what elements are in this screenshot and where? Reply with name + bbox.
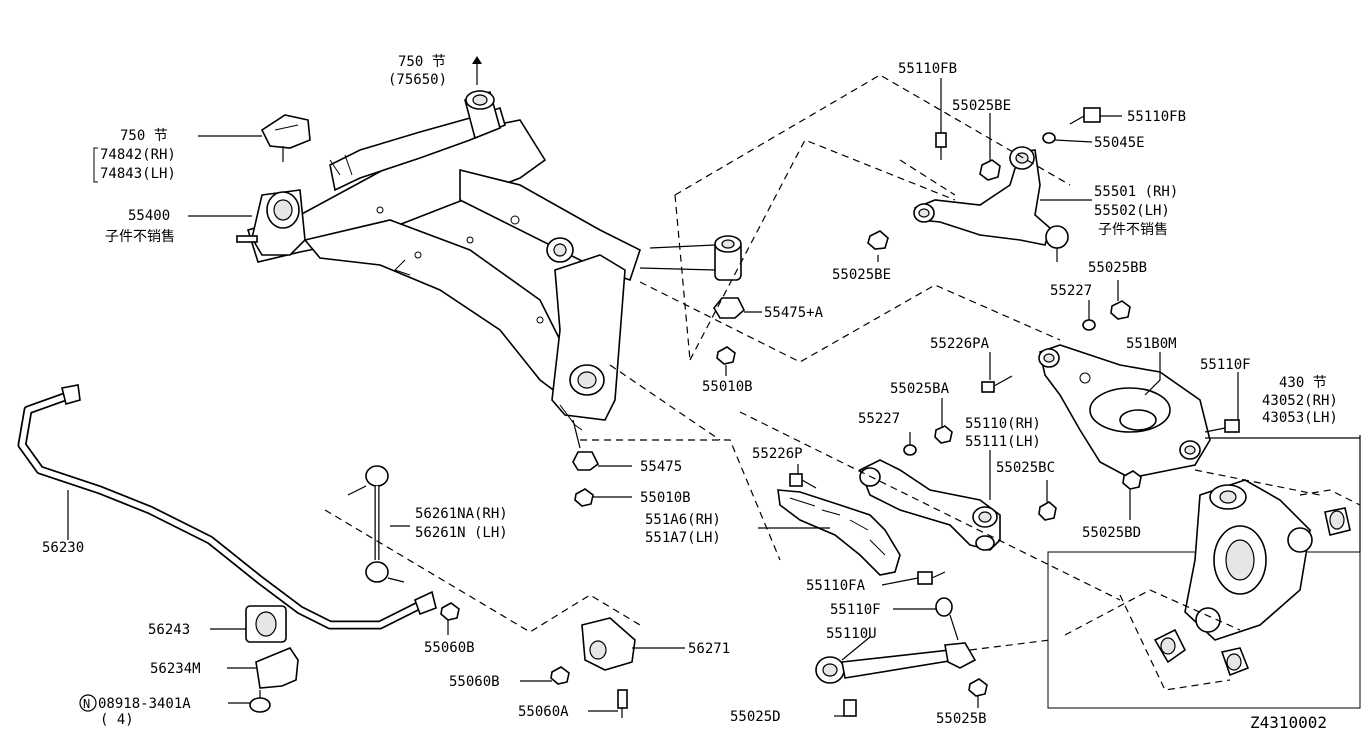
label-55025BB: 55025BB — [1088, 260, 1147, 276]
label-55111LH: 55111(LH) — [965, 434, 1041, 450]
label-74843: 74843(LH) — [100, 166, 176, 182]
label-55010B-1: 55010B — [702, 379, 753, 395]
label-55226P: 55226P — [752, 446, 803, 462]
label-55025BA: 55025BA — [890, 381, 950, 397]
label-56271: 56271 — [688, 641, 730, 657]
leader-lines — [67, 78, 1239, 717]
label-55110F-2: 55110F — [830, 602, 881, 618]
label-551A6: 551A6(RH) — [645, 512, 721, 528]
label-55475A: 55475+A — [764, 305, 824, 321]
label-55226PA: 55226PA — [930, 336, 990, 352]
label-55110FB-1: 55110FB — [898, 61, 957, 77]
fasteners-lower — [903, 300, 1240, 490]
label-55045E: 55045E — [1094, 135, 1145, 151]
label-55025D: 55025D — [730, 709, 781, 725]
label-430-ref: 430 节 — [1279, 375, 1327, 391]
label-55060A: 55060A — [518, 704, 569, 720]
label-55110U: 55110U — [826, 626, 877, 642]
label-55110RH: 55110(RH) — [965, 416, 1041, 432]
label-55227-b: 55227 — [858, 411, 900, 427]
connecting-rod-56261 — [347, 465, 460, 621]
fasteners-upper — [867, 107, 1101, 250]
label-08918: 08918-3401A — [98, 696, 191, 712]
label-55400: 55400 — [128, 208, 170, 224]
label-43053: 43053(LH) — [1262, 410, 1338, 426]
label-74842: 74842(RH) — [100, 147, 176, 163]
dashed-assembly-lines — [324, 74, 1361, 691]
label-55025BE-1: 55025BE — [952, 98, 1011, 114]
label-55110F-1: 55110F — [1200, 357, 1251, 373]
lower-link-55110U — [815, 597, 988, 717]
label-55060B-2: 55060B — [449, 674, 500, 690]
label-55502: 55502(LH) — [1094, 203, 1170, 219]
diagram-id: Z4310002 — [1250, 713, 1327, 732]
label-55060B-1: 55060B — [424, 640, 475, 656]
label-55110FB-2: 55110FB — [1127, 109, 1186, 125]
lower-link-551B0M — [1038, 344, 1211, 479]
label-551A7: 551A7(LH) — [645, 530, 721, 546]
upper-link-55501 — [913, 146, 1069, 262]
label-551B0M: 551B0M — [1126, 336, 1177, 352]
label-55400-note: 子件不销售 — [105, 229, 175, 245]
bushings-55475 — [572, 235, 745, 507]
label-55010B-2: 55010B — [640, 490, 691, 506]
label-750-ref-b: 750 节 — [120, 128, 168, 144]
label-55110FA: 55110FA — [806, 578, 866, 594]
label-56243: 56243 — [148, 622, 190, 638]
label-55025BE-2: 55025BE — [832, 267, 891, 283]
stabilizer-bar-56230 — [17, 384, 437, 630]
mount-bracket-74842 — [260, 114, 311, 162]
label-08918-qty: ( 4) — [100, 712, 134, 728]
part-labels: 750 节 (75650) 750 节 74842(RH) 74843(LH) … — [42, 54, 1338, 732]
axle-housing-knuckle — [1153, 479, 1351, 677]
n-circle-icon — [79, 694, 97, 712]
label-55025B: 55025B — [936, 711, 987, 727]
label-750-ref-a: 750 节 — [398, 54, 446, 70]
label-55501-note: 子件不销售 — [1098, 222, 1168, 238]
label-56261N: 56261N (LH) — [415, 525, 508, 541]
label-55501: 55501 (RH) — [1094, 184, 1178, 200]
label-75650: (75650) — [388, 72, 447, 88]
label-43052: 43052(RH) — [1262, 393, 1338, 409]
label-55025BD: 55025BD — [1082, 525, 1141, 541]
suspension-member-55400 — [236, 90, 641, 431]
label-08918-circle: N — [83, 697, 90, 711]
bracket-56271 — [550, 617, 636, 718]
label-56230: 56230 — [42, 540, 84, 556]
label-55227-a: 55227 — [1050, 283, 1092, 299]
label-55475: 55475 — [640, 459, 682, 475]
label-56261NA: 56261NA(RH) — [415, 506, 508, 522]
label-56234M: 56234M — [150, 661, 201, 677]
stabilizer-bushing-56243 — [245, 605, 299, 713]
label-55025BC: 55025BC — [996, 460, 1055, 476]
